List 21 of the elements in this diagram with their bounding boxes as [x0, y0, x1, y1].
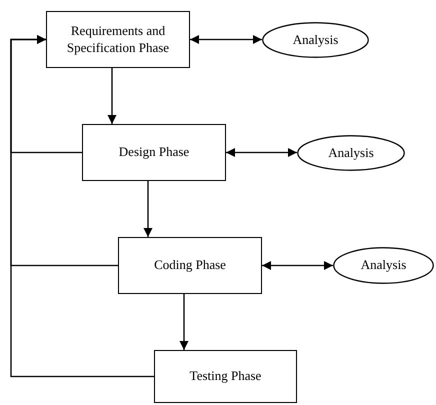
phase-box — [46, 11, 190, 68]
node-label: Analysis — [360, 257, 406, 274]
arrow — [262, 261, 333, 270]
arrow — [144, 181, 152, 237]
node-label: Testing Phase — [190, 368, 262, 385]
analysis-ellipse — [262, 22, 369, 58]
node-label: Coding Phase — [154, 257, 226, 274]
arrow — [180, 294, 188, 350]
arrow — [108, 68, 116, 124]
arrow — [190, 35, 262, 44]
node-label: Analysis — [328, 144, 374, 162]
analysis-ellipse — [297, 135, 405, 171]
phase-box — [118, 237, 262, 294]
node-label: Requirements and Specification Phase — [66, 23, 170, 56]
node-label: Design Phase — [118, 144, 190, 161]
phase-box — [82, 124, 226, 181]
analysis-ellipse — [333, 247, 434, 284]
node-label: Analysis — [292, 32, 338, 48]
arrow — [226, 148, 297, 157]
phase-box — [154, 350, 297, 403]
arrow — [10, 35, 154, 378]
